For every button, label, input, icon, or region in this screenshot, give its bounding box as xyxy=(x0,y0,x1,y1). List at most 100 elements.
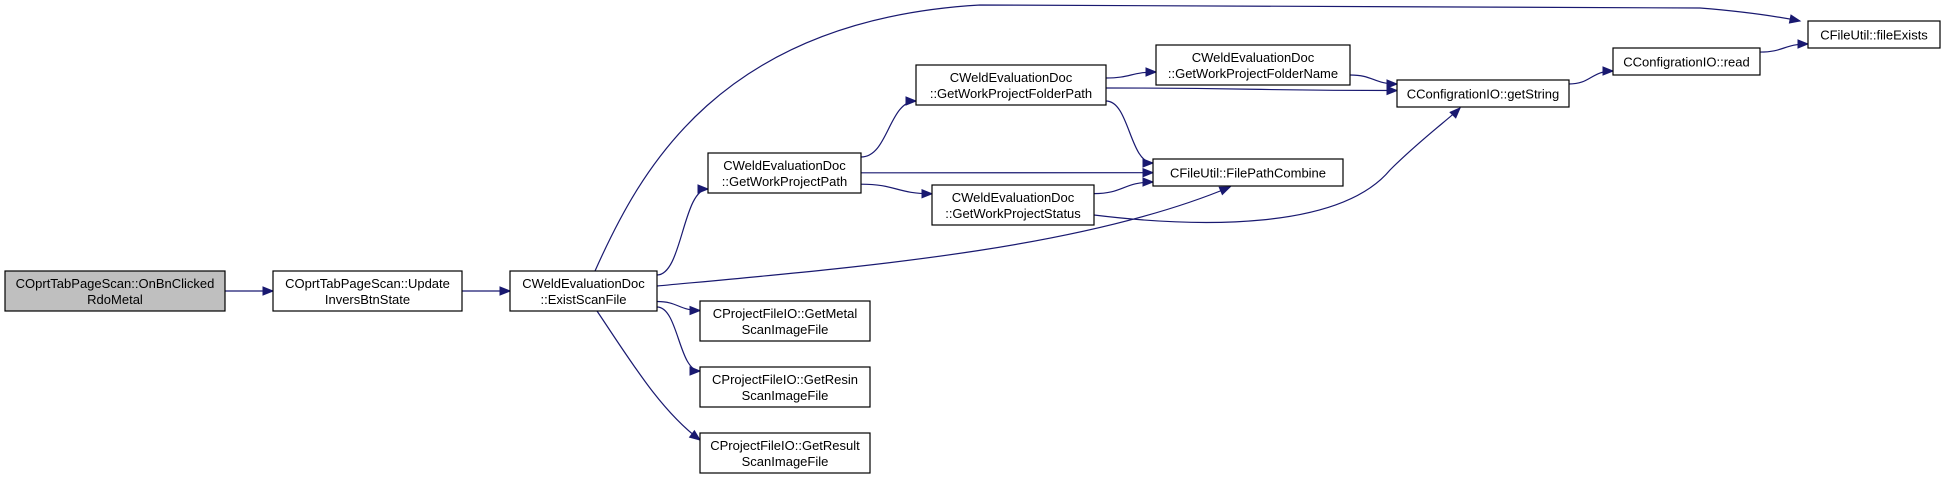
arrowhead-icon xyxy=(697,184,710,194)
edge-line xyxy=(1105,87,1398,92)
arrowhead-icon xyxy=(921,189,934,199)
edge-get_work_project_folder_path-to-file_path_combine xyxy=(1105,100,1155,168)
node-get_work_project_folder_path[interactable]: CWeldEvaluationDoc::GetWorkProjectFolder… xyxy=(915,64,1107,106)
arrowhead-icon xyxy=(905,96,918,106)
edge-get_work_project_path-to-get_work_project_folder_path xyxy=(860,96,918,158)
edge-line xyxy=(860,100,917,158)
edge-get_work_project_status-to-get_string xyxy=(1093,107,1461,224)
arrowhead-icon xyxy=(262,286,275,296)
nodes-layer: COprtTabPageScan::OnBnClickedRdoMetalCOp… xyxy=(4,20,1941,474)
node-exist_scan_file[interactable]: CWeldEvaluationDoc::ExistScanFile xyxy=(509,270,658,312)
node-label: CConfigrationIO::read xyxy=(1623,55,1749,70)
node-box xyxy=(931,184,1095,226)
node-label-line1: CProjectFileIO::GetResult xyxy=(710,438,860,453)
edge-get_work_project_folder_path-to-get_string xyxy=(1105,85,1399,96)
arrowhead-icon xyxy=(1797,39,1810,49)
node-label-line2: ::ExistScanFile xyxy=(541,292,627,307)
edge-exist_scan_file-to-file_exists xyxy=(594,4,1802,272)
node-label-line2: ScanImageFile xyxy=(742,454,829,469)
edge-line xyxy=(656,186,1231,287)
arrowhead-icon xyxy=(1788,14,1802,24)
node-get_work_project_path[interactable]: CWeldEvaluationDoc::GetWorkProjectPath xyxy=(707,152,862,194)
edge-line xyxy=(656,306,701,372)
node-label-line1: COprtTabPageScan::Update xyxy=(285,276,450,291)
arrowhead-icon xyxy=(1386,85,1399,96)
arrowhead-icon xyxy=(1142,177,1155,187)
edge-get_string-to-config_read xyxy=(1568,66,1615,85)
node-label: CFileUtil::fileExists xyxy=(1820,28,1928,43)
arrowhead-icon xyxy=(1142,167,1155,178)
node-label-line1: CProjectFileIO::GetResin xyxy=(712,372,858,387)
node-label-line2: ::GetWorkProjectFolderPath xyxy=(930,86,1092,101)
arrowhead-icon xyxy=(1142,158,1155,168)
edge-get_work_project_status-to-file_path_combine xyxy=(1093,177,1155,195)
node-box xyxy=(509,270,658,312)
node-label: CConfigrationIO::getString xyxy=(1407,87,1559,102)
edge-line xyxy=(860,183,933,195)
arrowhead-icon xyxy=(689,366,702,376)
node-box xyxy=(699,366,871,408)
arrowhead-icon xyxy=(1449,107,1461,119)
arrowhead-icon xyxy=(1602,66,1615,76)
edge-line xyxy=(1093,107,1461,224)
node-label-line1: CWeldEvaluationDoc xyxy=(950,70,1073,85)
arrowhead-icon xyxy=(499,286,512,296)
node-label-line1: CWeldEvaluationDoc xyxy=(522,276,645,291)
edge-line xyxy=(1105,100,1154,164)
edge-get_work_project_path-to-get_work_project_status xyxy=(860,183,934,199)
arrowhead-icon xyxy=(1145,67,1158,77)
arrowhead-icon xyxy=(688,429,702,441)
node-label-line2: ScanImageFile xyxy=(742,322,829,337)
node-box xyxy=(699,300,871,342)
node-label: CFileUtil::FilePathCombine xyxy=(1170,166,1326,181)
node-label-line2: InversBtnState xyxy=(325,292,410,307)
node-get_work_project_folder_name[interactable]: CWeldEvaluationDoc::GetWorkProjectFolder… xyxy=(1155,44,1351,86)
edge-update_invers-to-exist_scan_file xyxy=(461,286,512,296)
edge-line xyxy=(656,188,709,276)
node-label-line2: RdoMetal xyxy=(87,292,143,307)
node-label-line2: ::GetWorkProjectStatus xyxy=(945,206,1081,221)
node-file_path_combine[interactable]: CFileUtil::FilePathCombine xyxy=(1152,158,1344,187)
edge-on_bn_clicked-to-update_invers xyxy=(224,286,275,296)
node-config_read[interactable]: CConfigrationIO::read xyxy=(1612,47,1761,76)
node-box xyxy=(1155,44,1351,86)
node-box xyxy=(699,432,871,474)
node-label-line1: CWeldEvaluationDoc xyxy=(952,190,1075,205)
edge-exist_scan_file-to-get_result_scan xyxy=(596,310,702,441)
edge-line xyxy=(596,310,701,441)
arrowhead-icon xyxy=(1386,79,1399,89)
node-file_exists[interactable]: CFileUtil::fileExists xyxy=(1807,20,1941,49)
edge-exist_scan_file-to-get_resin_scan xyxy=(656,306,702,376)
node-get_work_project_status[interactable]: CWeldEvaluationDoc::GetWorkProjectStatus xyxy=(931,184,1095,226)
node-label-line1: CProjectFileIO::GetMetal xyxy=(713,306,858,321)
node-box xyxy=(707,152,862,194)
node-box xyxy=(915,64,1107,106)
edge-exist_scan_file-to-get_metal_scan xyxy=(656,300,702,316)
node-label-line1: CWeldEvaluationDoc xyxy=(723,158,846,173)
node-box xyxy=(1807,20,1941,49)
edge-get_work_project_folder_name-to-get_string xyxy=(1349,74,1399,89)
arrowhead-icon xyxy=(689,305,702,316)
node-label-line1: COprtTabPageScan::OnBnClicked xyxy=(16,276,215,291)
edge-get_work_project_folder_path-to-get_work_project_folder_name xyxy=(1105,67,1158,79)
node-get_string[interactable]: CConfigrationIO::getString xyxy=(1396,79,1570,108)
node-label-line2: ScanImageFile xyxy=(742,388,829,403)
node-box xyxy=(1152,158,1344,187)
arrowhead-icon xyxy=(1218,186,1232,196)
edges-layer xyxy=(224,4,1810,441)
node-box xyxy=(272,270,463,312)
node-box xyxy=(1396,79,1570,108)
edge-config_read-to-file_exists xyxy=(1759,39,1810,53)
node-box xyxy=(4,270,226,312)
node-box xyxy=(1612,47,1761,76)
node-label-line1: CWeldEvaluationDoc xyxy=(1192,50,1315,65)
edge-get_work_project_path-to-file_path_combine xyxy=(860,167,1155,178)
node-label-line2: ::GetWorkProjectPath xyxy=(722,174,847,189)
node-label-line2: ::GetWorkProjectFolderName xyxy=(1168,66,1338,81)
